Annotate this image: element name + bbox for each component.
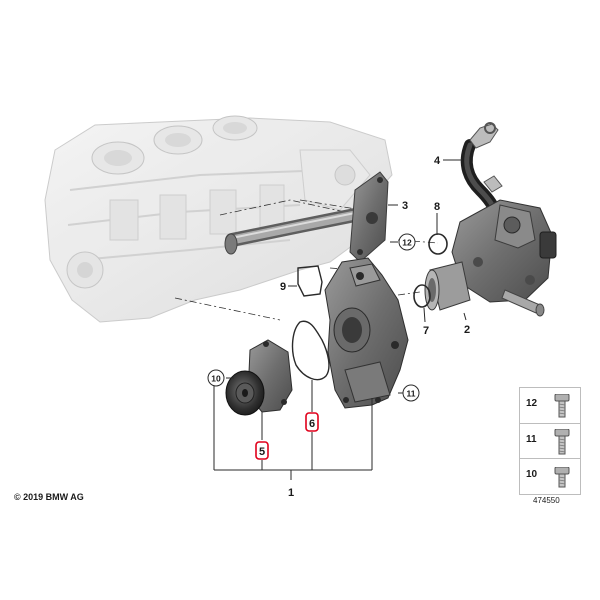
bolt-icon <box>554 394 570 418</box>
svg-text:4: 4 <box>434 155 441 167</box>
callout-7: 7 <box>423 325 429 337</box>
bolt-icon <box>554 429 570 455</box>
bolt-row-11: 11 <box>520 423 580 459</box>
svg-text:9: 9 <box>280 281 286 293</box>
leader-lines <box>213 159 467 480</box>
callout-5: 5 <box>255 441 269 460</box>
bolt-row-10: 10 <box>520 458 580 494</box>
bolt-icon <box>554 467 570 488</box>
svg-text:2: 2 <box>464 324 470 336</box>
callout-12: 12 <box>398 233 416 251</box>
bolt-row-12: 12 <box>520 388 580 423</box>
gasket-part-6 <box>291 320 330 381</box>
svg-text:6: 6 <box>309 418 315 430</box>
engine-block-illustration <box>44 115 393 323</box>
bolt-number: 10 <box>526 469 538 480</box>
copyright-notice: © 2019 BMW AG <box>14 492 84 502</box>
bolt-number: 11 <box>526 434 537 445</box>
catalog-number: 474550 <box>533 496 560 505</box>
callout-9: 9 <box>280 281 286 293</box>
hose-part-4 <box>460 122 503 220</box>
callout-3: 3 <box>402 200 408 212</box>
svg-text:8: 8 <box>434 201 440 213</box>
svg-text:11: 11 <box>407 389 416 399</box>
svg-text:10: 10 <box>211 374 221 384</box>
bolt-legend: 12 11 10 <box>519 387 581 495</box>
callout-8: 8 <box>434 201 440 213</box>
water-pump-part-5 <box>225 339 293 416</box>
callout-6-highlight <box>305 412 319 432</box>
callout-1: 1 <box>288 487 294 499</box>
svg-text:7: 7 <box>423 325 429 337</box>
coolant-pipe-part-3 <box>224 171 389 263</box>
pump-housing-part-11 <box>324 257 409 409</box>
callout-2: 2 <box>464 324 470 336</box>
callout-10: 10 <box>207 369 225 387</box>
svg-text:3: 3 <box>402 200 408 212</box>
thermostat-housing-part-2 <box>424 199 557 317</box>
callout-4: 4 <box>434 155 441 167</box>
gasket-part-9 <box>297 265 323 297</box>
bolt-number: 12 <box>526 398 538 409</box>
svg-text:12: 12 <box>402 238 412 248</box>
callout-6: 6 <box>305 412 319 432</box>
o-ring-part-8 <box>428 233 448 255</box>
callout-11: 11 <box>402 384 420 402</box>
svg-text:1: 1 <box>288 487 294 499</box>
o-ring-part-7 <box>413 284 431 308</box>
svg-text:5: 5 <box>259 446 265 458</box>
callout-5-highlight <box>255 441 269 460</box>
